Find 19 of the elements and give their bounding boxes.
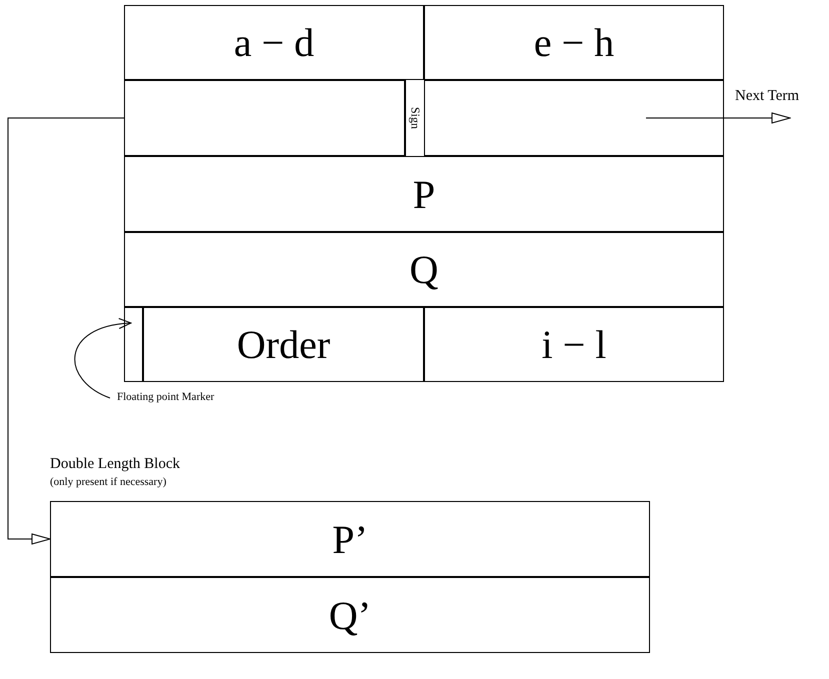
memory-cell: a − d — [124, 5, 424, 80]
block-heading: Double Length Block — [50, 456, 180, 473]
memory-cell: Q — [124, 232, 724, 307]
empty-cell — [424, 80, 724, 156]
arrow — [8, 118, 124, 544]
memory-cell: Q’ — [50, 577, 650, 653]
empty-cell — [124, 80, 405, 156]
sign-cell: Sign — [405, 80, 424, 156]
arrow — [646, 112, 790, 124]
memory-cell: Order — [143, 307, 424, 382]
edge-label: Next Term — [735, 88, 800, 105]
memory-cell: e − h — [424, 5, 724, 80]
callout-text: Floating point Marker — [117, 390, 227, 422]
memory-cell: P’ — [50, 501, 650, 577]
block-note: (only present if necessary) — [50, 476, 166, 488]
empty-cell — [124, 307, 143, 382]
memory-cell: P — [124, 156, 724, 232]
leader-line — [74, 318, 132, 398]
memory-cell: i − l — [424, 307, 724, 382]
